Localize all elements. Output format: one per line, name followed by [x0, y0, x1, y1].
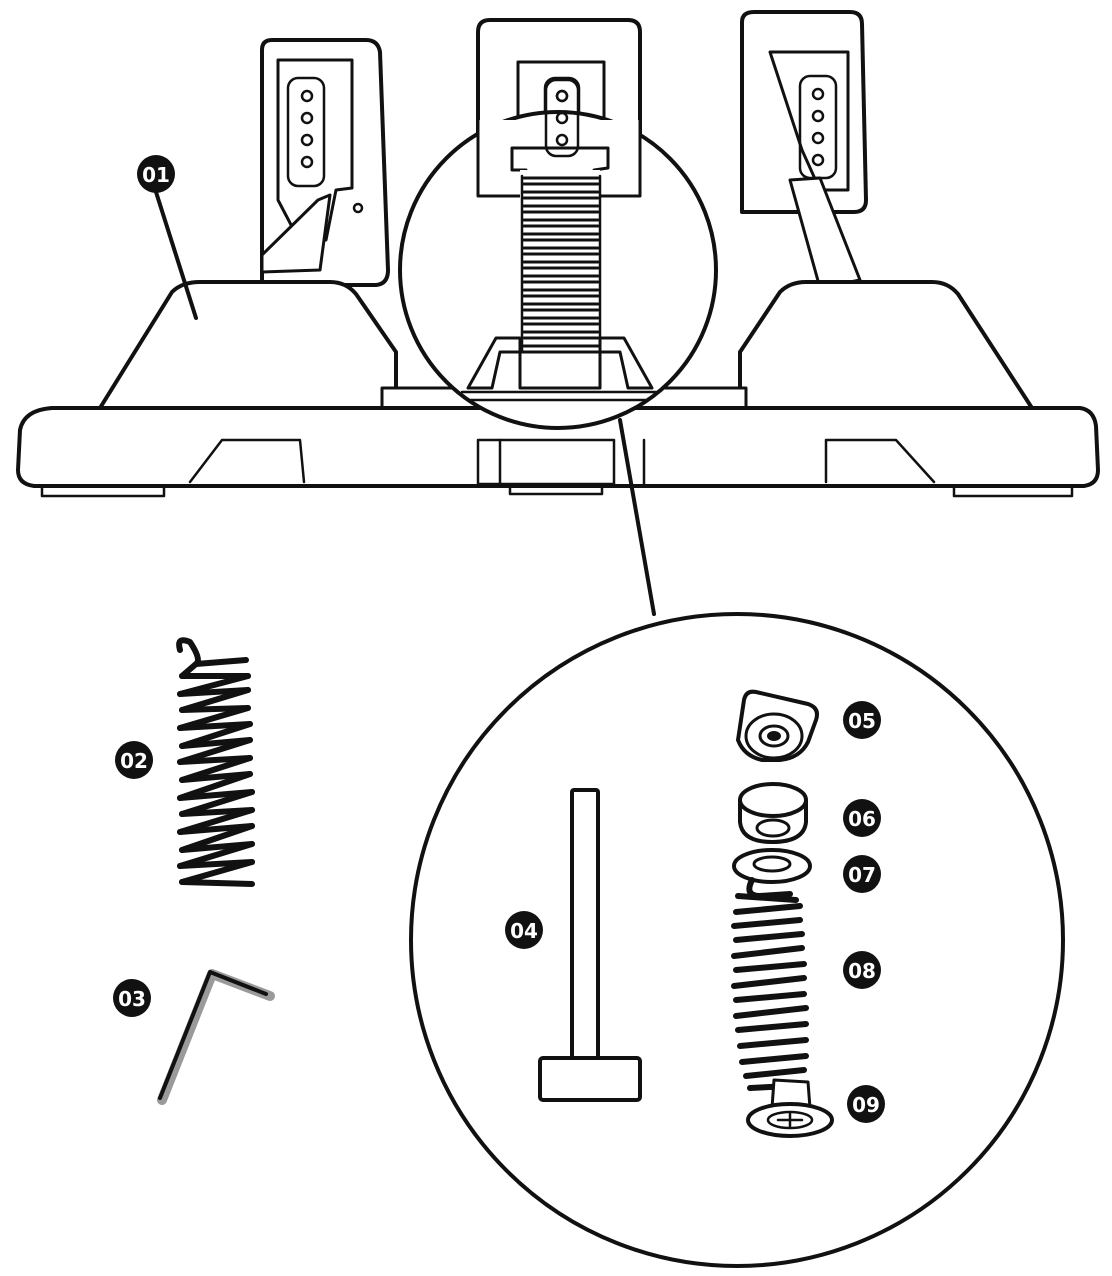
foot-right: [952, 484, 1074, 498]
callout-02-text: 02: [120, 749, 148, 773]
washer-part: [732, 848, 812, 884]
callout-09: 09: [847, 1085, 885, 1123]
spring-seat-part: [746, 1078, 834, 1138]
foot-center: [508, 484, 604, 496]
callout-08-text: 08: [848, 959, 876, 983]
base-center-block: [476, 438, 616, 486]
base-left-cutout: [188, 438, 306, 484]
callout-09-text: 09: [852, 1093, 880, 1117]
right-pedal: [740, 10, 868, 290]
callout-05: 05: [843, 701, 881, 739]
callout-06: 06: [843, 799, 881, 837]
base-right-cutout: [824, 438, 936, 484]
pedal-base: [16, 406, 1100, 488]
zoom-leader-line: [618, 418, 656, 616]
pedal-set: [16, 10, 1100, 498]
rod-part: [538, 788, 642, 1102]
right-housing: [738, 280, 1034, 410]
callout-04: 04: [505, 911, 543, 949]
detail-spring-part: [731, 877, 809, 1091]
spare-spring-part: [176, 637, 255, 887]
zoom-focus-circle: [398, 78, 718, 430]
callout-01-text: 01: [142, 163, 170, 187]
detail-circle: [409, 612, 1065, 1268]
callout-07-text: 07: [848, 863, 876, 887]
hex-key-part: [157, 969, 275, 1105]
callout-03: 03: [113, 979, 151, 1017]
callout-03-text: 03: [118, 987, 146, 1011]
callout-08: 08: [843, 951, 881, 989]
left-housing: [98, 280, 398, 410]
bushing-part: [738, 782, 808, 844]
leader-line-01: [154, 190, 198, 320]
callout-04-text: 04: [510, 919, 538, 943]
spring-cap-part: [736, 689, 819, 762]
left-pedal: [260, 38, 390, 287]
callout-01: 01: [137, 155, 175, 193]
pedal-spring-coils: [520, 174, 602, 354]
callout-05-text: 05: [848, 709, 876, 733]
callout-06-text: 06: [848, 807, 876, 831]
callout-07: 07: [843, 855, 881, 893]
foot-left: [40, 484, 166, 498]
callout-02: 02: [115, 741, 153, 779]
